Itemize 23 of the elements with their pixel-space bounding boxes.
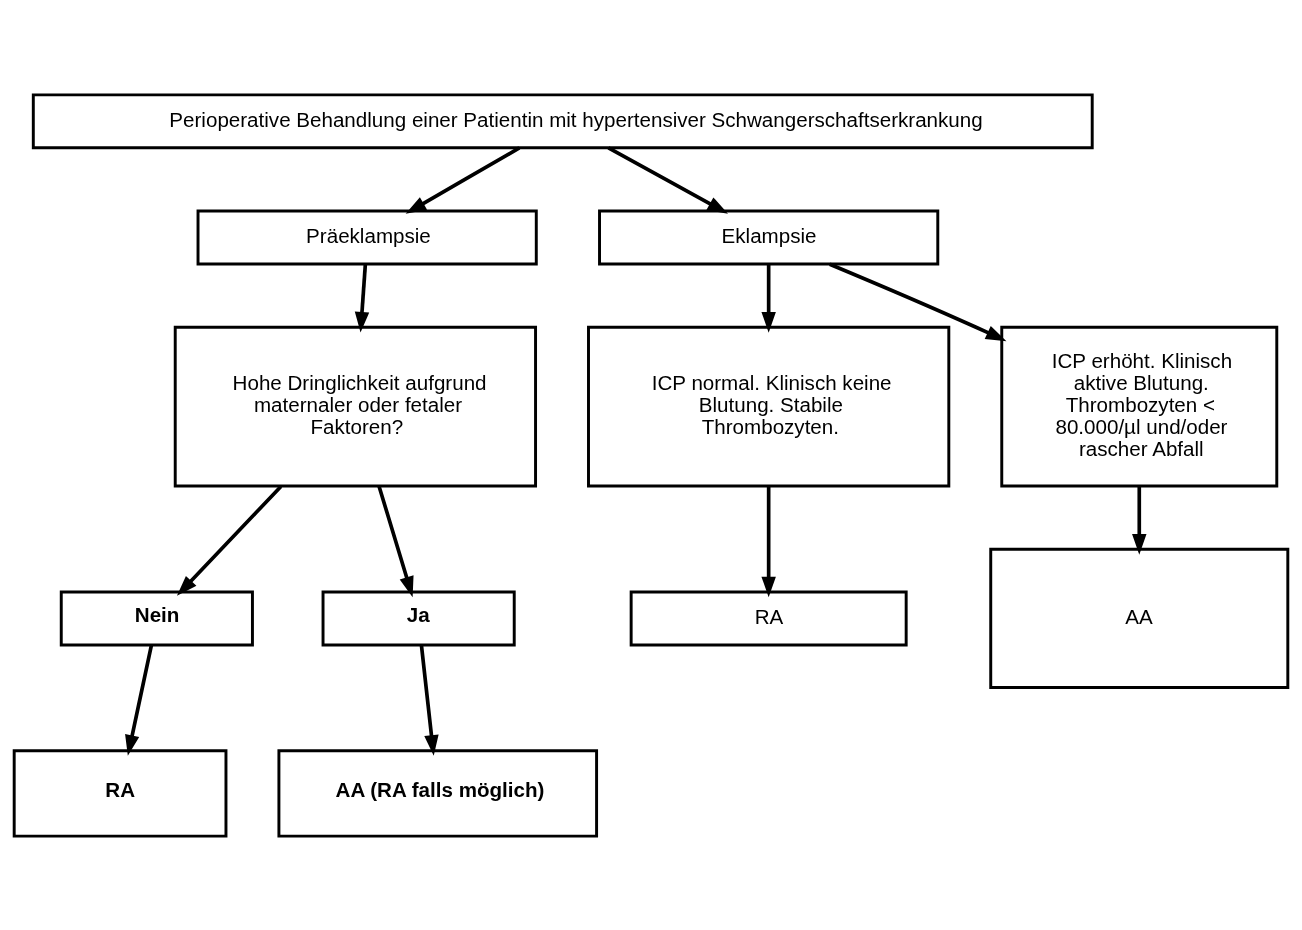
node-box: Hohe Dringlichkeit aufgrund maternaler oder fetaler Faktoren?: [173, 325, 537, 488]
node-box: Eklampsie: [598, 209, 940, 265]
node-box: Ja: [321, 590, 516, 646]
arrow: [405, 145, 521, 214]
node-box: RA: [629, 590, 908, 646]
arrow: [1132, 486, 1147, 555]
arrow: [761, 263, 776, 333]
node-box: ICP normal. Klinisch keine Blutung. Stabile Thrombozyten.: [587, 325, 951, 488]
arrow: [377, 485, 414, 597]
node-box: AA: [989, 547, 1290, 689]
node-box: Perioperative Behandlung einer Patientin mit hypertensiver Schwangerschaftserkrankung: [31, 92, 1094, 149]
arrow: [419, 644, 439, 756]
arrow: [125, 644, 154, 756]
arrow: [354, 263, 370, 333]
node-box: ICP erhöht. Klinisch aktive Blutung. Thrombozyten < 80.000/µl und/oder rascher Abfall: [1000, 325, 1279, 488]
arrow: [761, 486, 776, 597]
arrow: [607, 145, 728, 214]
node-box: Nein: [59, 590, 254, 646]
node-box: AA (RA falls möglich): [277, 748, 599, 838]
node-box: Präeklampsie: [196, 209, 538, 265]
arrow: [176, 484, 283, 596]
node-box: RA: [12, 748, 228, 838]
arrow: [829, 262, 1007, 341]
